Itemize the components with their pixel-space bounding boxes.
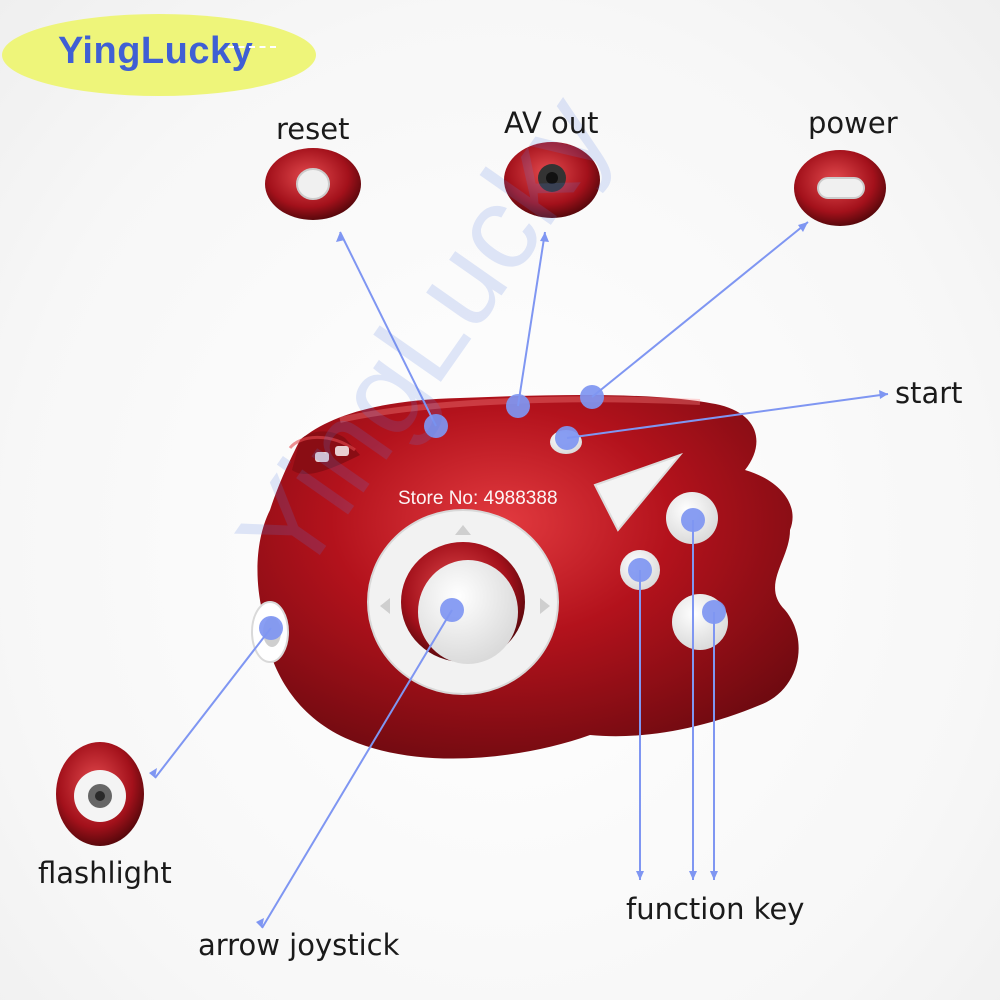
brand-dash-decoration [228, 46, 276, 48]
arrow-joystick [367, 509, 559, 695]
triangle-button [593, 452, 684, 532]
flashlight-detail [56, 742, 144, 846]
store-banner: Store No: 4988388 [398, 488, 558, 509]
brand-badge [2, 14, 316, 96]
power-detail [794, 150, 886, 226]
av-out-detail [504, 142, 600, 218]
label-function-key: function key [626, 892, 805, 926]
label-start: start [895, 376, 963, 410]
pointer-arrowheads [149, 222, 888, 928]
label-flashlight: flashlight [38, 856, 172, 890]
label-av-out: AV out [504, 106, 599, 140]
pointer-dots [259, 385, 726, 640]
label-reset: reset [276, 112, 350, 146]
reset-detail [265, 148, 361, 220]
brand-name: YingLucky [58, 30, 254, 72]
label-arrow-joystick: arrow joystick [198, 928, 400, 962]
pointer-lines [154, 221, 889, 929]
label-power: power [808, 106, 898, 140]
